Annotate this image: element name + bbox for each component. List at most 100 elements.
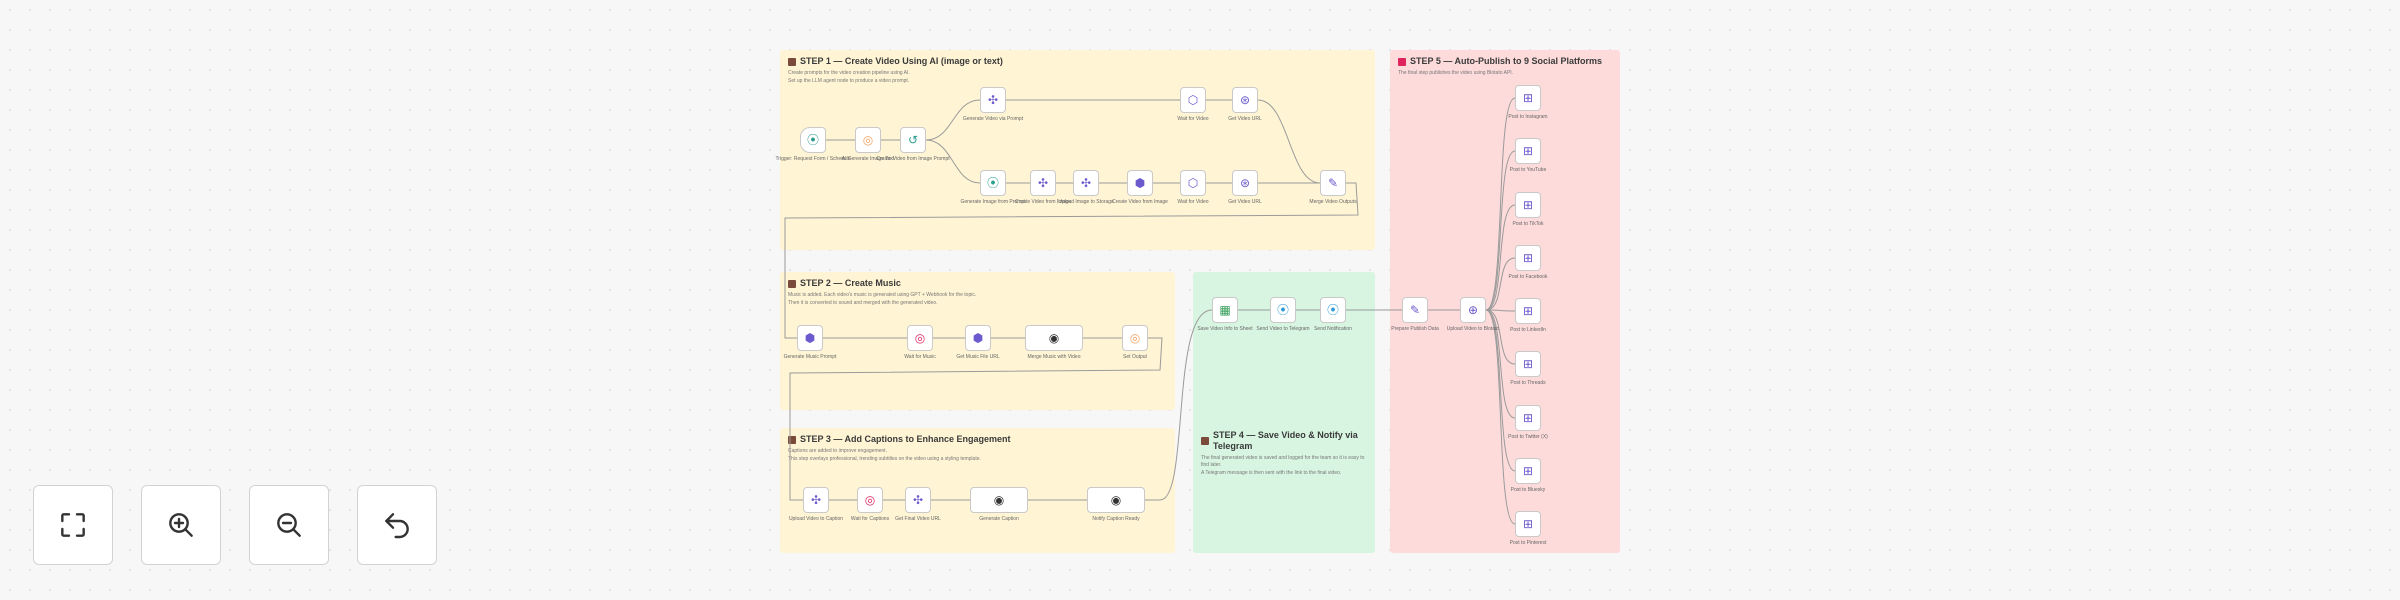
node-icon: ⊞	[1522, 464, 1534, 478]
node-label: Post to YouTube	[1509, 167, 1547, 173]
node-label: Generate Image from Prompt	[960, 199, 1026, 205]
node-label: Upload Video to Blotato	[1446, 326, 1500, 332]
node-icon: ⊞	[1522, 144, 1534, 158]
workflow-node[interactable]: ◉	[1025, 325, 1083, 351]
node-label: Generate Video via Prompt	[962, 116, 1024, 122]
node-icon: ◎	[914, 331, 926, 345]
workflow-node[interactable]: ⊛	[1232, 170, 1258, 196]
workflow-node[interactable]: ◉	[1087, 487, 1145, 513]
workflow-node[interactable]: ⦿	[1270, 297, 1296, 323]
node-icon: ⬡	[1187, 93, 1199, 107]
workflow-node[interactable]: ◎	[857, 487, 883, 513]
node-icon: ◎	[864, 493, 876, 507]
sticky-note: Captions are added to improve engagement…	[788, 448, 887, 454]
workflow-node[interactable]: ✣	[905, 487, 931, 513]
node-icon: ◉	[1110, 493, 1122, 507]
node-label: Upload Video to Caption	[788, 516, 844, 522]
workflow-node[interactable]: ✎	[1320, 170, 1346, 196]
node-icon: ⬡	[1187, 176, 1199, 190]
sticky-note: Create prompts for the video creation pi…	[788, 70, 910, 76]
workflow-node[interactable]: ⬢	[1127, 170, 1153, 196]
workflow-node[interactable]: ⬢	[797, 325, 823, 351]
node-label: Post to Bluesky	[1510, 487, 1546, 493]
node-label: Get Video URL	[1228, 116, 1262, 122]
workflow-node[interactable]: ⊞	[1515, 138, 1541, 164]
zoom-out-button[interactable]	[249, 485, 329, 565]
workflow-node[interactable]: ◎	[907, 325, 933, 351]
node-icon: ⦿	[986, 176, 999, 190]
workflow-node[interactable]: ⦿	[1320, 297, 1346, 323]
sticky-color-square	[788, 435, 796, 444]
node-label: Prepare Publish Data	[1391, 326, 1439, 332]
node-icon: ⊞	[1522, 91, 1534, 105]
node-label: Post to Threads	[1510, 380, 1546, 386]
workflow-node[interactable]: ⊞	[1515, 405, 1541, 431]
sticky-color-square	[1398, 57, 1406, 66]
node-label: Post to LinkedIn	[1510, 327, 1546, 333]
workflow-node[interactable]: ◎	[1122, 325, 1148, 351]
node-icon: ✎	[1327, 176, 1339, 190]
node-icon: ▦	[1219, 303, 1231, 317]
zoom-in-button[interactable]	[141, 485, 221, 565]
workflow-node[interactable]: ⦿	[800, 127, 826, 153]
workflow-node[interactable]: ⬡	[1180, 87, 1206, 113]
workflow-node[interactable]: ✣	[1030, 170, 1056, 196]
node-label: Get Music File URL	[956, 354, 1000, 360]
workflow-node[interactable]: ✎	[1402, 297, 1428, 323]
sticky-title-text: STEP 5 — Auto-Publish to 9 Social Platfo…	[1410, 56, 1603, 66]
node-icon: ◎	[862, 133, 874, 147]
workflow-node[interactable]: ⊞	[1515, 511, 1541, 537]
sticky-title-text: STEP 3 — Add Captions to Enhance Engagem…	[800, 434, 1011, 444]
node-icon: ⊞	[1522, 251, 1534, 265]
node-icon: ⊛	[1239, 176, 1251, 190]
node-label: Post to Facebook	[1508, 274, 1548, 280]
sticky-note: A Telegram message is then sent with the…	[1201, 470, 1342, 476]
node-icon: ◉	[1048, 331, 1060, 345]
sticky-title: STEP 5 — Auto-Publish to 9 Social Platfo…	[1398, 56, 1612, 67]
node-label: Send Notification	[1314, 326, 1352, 332]
workflow-node[interactable]: ⊛	[1232, 87, 1258, 113]
node-label: Create Video from Image Prompt	[876, 156, 950, 162]
workflow-node[interactable]: ◎	[855, 127, 881, 153]
node-icon: ⦿	[1326, 303, 1339, 317]
workflow-node[interactable]: ✣	[1073, 170, 1099, 196]
sticky-title: STEP 2 — Create Music	[788, 278, 1167, 289]
node-label: Merge Music with Video	[1027, 354, 1081, 360]
workflow-node[interactable]: ⊞	[1515, 351, 1541, 377]
node-label: Create Video from Image	[1015, 199, 1071, 205]
workflow-node[interactable]: ⦿	[980, 170, 1006, 196]
fit-view-button[interactable]	[33, 485, 113, 565]
node-label: Generate Music Prompt	[783, 354, 837, 360]
node-icon: ↺	[907, 133, 919, 147]
workflow-node[interactable]: ✣	[803, 487, 829, 513]
node-label: Generate Caption	[979, 516, 1019, 522]
workflow-node[interactable]: ⬢	[965, 325, 991, 351]
node-icon: ⬢	[804, 331, 816, 345]
workflow-node[interactable]: ⬡	[1180, 170, 1206, 196]
workflow-node[interactable]: ⊞	[1515, 192, 1541, 218]
node-icon: ⊞	[1522, 411, 1534, 425]
node-label: Create Video from Image	[1112, 199, 1168, 205]
workflow-node[interactable]: ⊞	[1515, 458, 1541, 484]
node-icon: ✣	[987, 93, 999, 107]
sticky-note: Then it is converted to sound and merged…	[788, 300, 938, 306]
sticky-color-square	[1201, 437, 1209, 445]
workflow-node[interactable]: ⊕	[1460, 297, 1486, 323]
node-icon: ◎	[1129, 331, 1141, 345]
fit-view-icon	[61, 513, 85, 537]
workflow-node[interactable]: ⊞	[1515, 245, 1541, 271]
workflow-node[interactable]: ⊞	[1515, 85, 1541, 111]
node-label: Post to Instagram	[1508, 114, 1548, 120]
node-icon: ⊞	[1522, 357, 1534, 371]
workflow-node[interactable]: ◉	[970, 487, 1028, 513]
workflow-node[interactable]: ↺	[900, 127, 926, 153]
node-icon: ⊞	[1522, 304, 1534, 318]
sticky-color-square	[788, 279, 796, 288]
node-icon: ✣	[810, 493, 822, 507]
workflow-node[interactable]: ⊞	[1515, 298, 1541, 324]
workflow-node[interactable]: ▦	[1212, 297, 1238, 323]
workflow-node[interactable]: ✣	[980, 87, 1006, 113]
reset-zoom-button[interactable]	[357, 485, 437, 565]
node-label: Post to Twitter (X)	[1508, 434, 1548, 440]
